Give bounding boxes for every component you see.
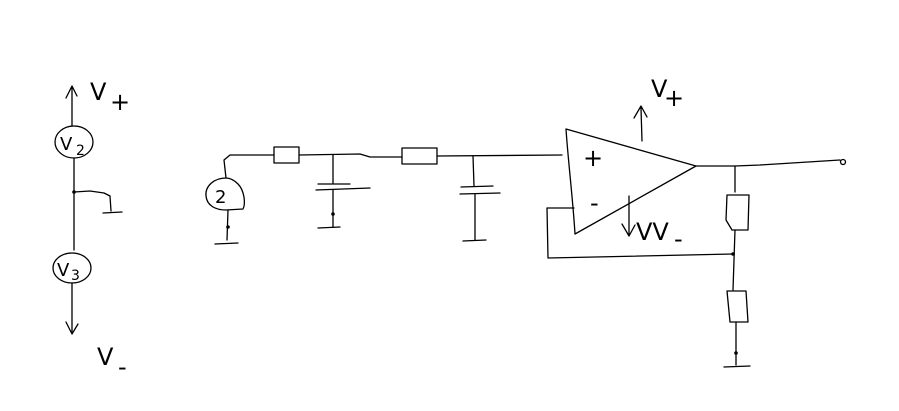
divider-midpoint-node [731, 252, 735, 256]
supply-ground-wire [73, 190, 112, 212]
capacitor-c1 [315, 183, 371, 191]
output-terminal [839, 158, 847, 166]
vplus-label-top: V [90, 78, 107, 106]
opamp-vminus-arrow [621, 195, 636, 237]
r2-output-wire [436, 154, 563, 157]
c2-top-wire [472, 155, 475, 187]
supply-ground-symbol [102, 211, 123, 214]
resistor-r4 [726, 290, 749, 323]
v3-label-sub: 3 [71, 268, 80, 284]
resistor-r1 [273, 146, 300, 164]
r4-ground-node [734, 351, 738, 355]
r3-bottom-wire [732, 229, 736, 291]
c2-ground-symbol [462, 239, 487, 242]
opamp-triangle [565, 128, 697, 235]
vminus-arrow [65, 282, 79, 335]
v2-label-sub: 2 [76, 143, 85, 159]
source-top-wire [223, 154, 275, 179]
vminus-label-bottom-sub: - [118, 353, 127, 381]
vplus-label-top-sub: + [110, 88, 130, 116]
r4-ground-symbol [723, 365, 751, 368]
feedback-wire [546, 207, 734, 259]
source-ground-node [226, 225, 230, 229]
opamp-plus-sign: + [583, 144, 603, 172]
opamp-vminus-label: VV [636, 218, 669, 246]
vminus-label-bottom: V [97, 343, 114, 371]
v3-label: V [57, 260, 70, 281]
dual-supply: V + V 2 V 3 V - [52, 78, 130, 381]
v2-label: V [60, 134, 73, 155]
filter-circuit: 2 + - V + VV - [205, 75, 847, 368]
opamp-vminus-label-sub: - [674, 225, 683, 253]
c1-ground-symbol [317, 226, 341, 229]
signal-source-label: 2 [215, 187, 226, 208]
source-ground-wire [226, 209, 229, 241]
opamp-vplus-arrow [633, 105, 648, 142]
c1-ground-node [331, 212, 335, 216]
r1-output-wire [298, 153, 403, 158]
resistor-r2 [401, 147, 438, 165]
resistor-r3 [725, 194, 750, 231]
source-ground-symbol [214, 242, 239, 245]
signal-source-symbol [205, 177, 245, 211]
opamp-vplus-label-sub: + [664, 84, 684, 112]
vplus-arrow [65, 85, 78, 127]
opamp-vplus-label: V [651, 75, 668, 103]
opamp-minus-sign: - [590, 189, 599, 217]
output-wire [695, 159, 841, 167]
capacitor-c2 [459, 185, 501, 195]
